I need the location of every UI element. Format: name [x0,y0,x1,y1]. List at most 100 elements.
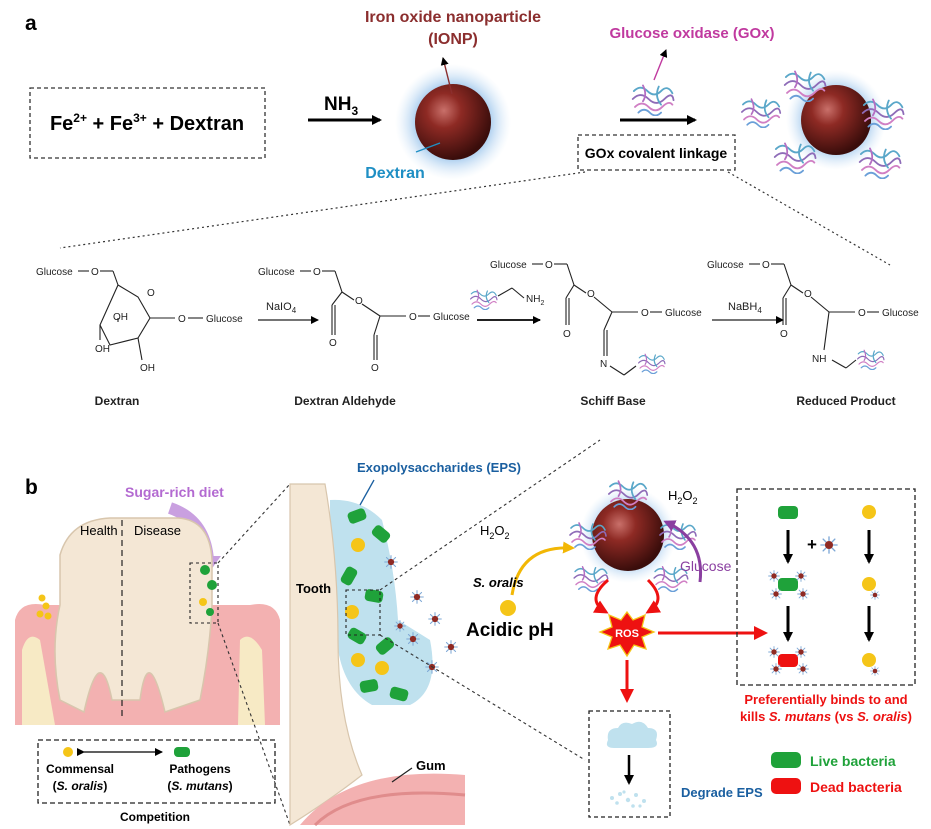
live-smutans-icon [778,506,798,519]
svg-text:O: O [858,308,866,319]
legend-dead-swatch [771,778,801,794]
legend-live-swatch [771,752,801,768]
svg-text:O: O [178,314,186,325]
structure-label-aldehyde: Dextran Aldehyde [294,394,396,408]
svg-text:O: O [804,289,812,300]
gox-enzyme-icon [740,98,782,128]
biofilm-illustration [289,483,466,827]
dextran-structure: Glucose O O O Glucose OH OH OH [36,267,243,374]
nh3-label: NH3 [324,94,358,118]
ionp-pointer [440,57,453,95]
ros-label: ROS [615,628,639,640]
nanozyme-icon [797,663,809,675]
tooth-illustration [15,517,280,725]
soralis-icon [862,505,876,519]
product-particle [801,85,871,155]
panel-b-label: b [25,476,38,499]
dextran-aldehyde-structure: Glucose O O O Glucose O O [258,267,470,374]
gox-enzyme-icon [637,353,666,374]
legend-live-label: Live bacteria [810,753,896,769]
svg-text:OH: OH [95,344,110,355]
svg-text:Glucose: Glucose [433,312,470,323]
nanozyme-icon [768,570,780,582]
gox-enzyme-icon [631,84,675,116]
commensal-species: (S. oralis) [53,779,108,793]
glucose-label: Glucose [680,558,732,574]
nanozyme-icon [797,588,809,600]
sugar-diet-label: Sugar-rich diet [125,484,224,500]
dead-smutans-icon [778,654,798,667]
zoom-line [379,439,601,591]
reduced-product-structure: Glucose O O O Glucose O NH [707,260,919,370]
gox-enzyme-icon [469,289,498,310]
gox-linkage-label: GOx covalent linkage [585,145,728,161]
svg-text:O: O [409,312,417,323]
h2o2-right-label: H2O2 [668,488,698,506]
nanozyme-icon [795,570,807,582]
pathogens-label: Pathogens [169,762,231,776]
soralis-icon [862,577,876,591]
svg-text:O: O [371,363,379,374]
structure-label-reduced: Reduced Product [796,394,895,408]
nanozyme-icon [870,590,880,600]
nanozyme-icon [768,646,780,658]
reactant-box [29,87,266,159]
commensal-icon [63,747,73,757]
health-label: Health [80,523,118,538]
zoom-line [59,171,586,249]
competition-box [37,739,276,804]
nanozyme-icon [410,590,424,604]
commensal-label: Commensal [46,762,114,776]
eps-cloud-icon [606,721,657,748]
gox-linkage-box [577,134,736,171]
svg-text:Glucose: Glucose [258,267,295,278]
mechanism-particle [592,499,664,571]
kill-selectivity-box [736,488,916,686]
pathogens-species: (S. mutans) [167,779,232,793]
disease-label: Disease [134,523,181,538]
svg-text:Glucose: Glucose [206,314,243,325]
ros-arrow-right [645,578,662,614]
ionp-particle [415,84,491,160]
svg-text:O: O [355,296,363,307]
nanozyme-icon [428,612,442,626]
legend-dead-label: Dead bacteria [810,779,902,795]
ros-burst-icon [598,610,656,658]
nanozyme-icon [795,646,807,658]
tooth-label: Tooth [296,581,331,596]
gum-label: Gum [416,758,446,773]
gox-pointer [653,49,668,81]
svg-text:O: O [563,329,571,340]
nanozyme-icon [394,620,406,632]
dextran-label: Dextran [365,165,425,182]
structure-label-dextran: Dextran [95,394,140,408]
glucose-arrow [663,520,703,583]
pathogen-icon [174,747,190,757]
svg-text:Glucose: Glucose [490,260,527,271]
schiff-base-structure: Glucose O O O Glucose O N [490,260,702,376]
degrade-eps-box [588,710,671,818]
ros-arrow-left [592,578,609,614]
gox-title: Glucose oxidase (GOx) [609,25,774,42]
nanozyme-icon [870,666,880,676]
svg-text:Glucose: Glucose [707,260,744,271]
svg-text:O: O [762,260,770,271]
svg-text:NH: NH [812,354,826,365]
eps-pointer [359,479,375,506]
kill-caption-line1: Preferentially binds to and [744,692,907,707]
nanozyme-icon [406,632,420,646]
reactant-equation: Fe2+ + Fe3+ + Dextran [50,111,244,135]
svg-text:O: O [587,289,595,300]
svg-text:OH: OH [113,312,128,323]
degrade-eps-label: Degrade EPS [681,785,763,800]
svg-text:O: O [91,267,99,278]
naio4-label: NaIO4 [266,301,297,315]
nanozyme-icon [770,663,782,675]
dextran-pointer [415,142,441,153]
eps-fragments-icon [610,790,646,808]
acidic-ph-label: Acidic pH [466,620,554,641]
nanozyme-icon [444,640,458,654]
nabh4-label: NaBH4 [728,301,762,315]
svg-text:Glucose: Glucose [882,308,919,319]
